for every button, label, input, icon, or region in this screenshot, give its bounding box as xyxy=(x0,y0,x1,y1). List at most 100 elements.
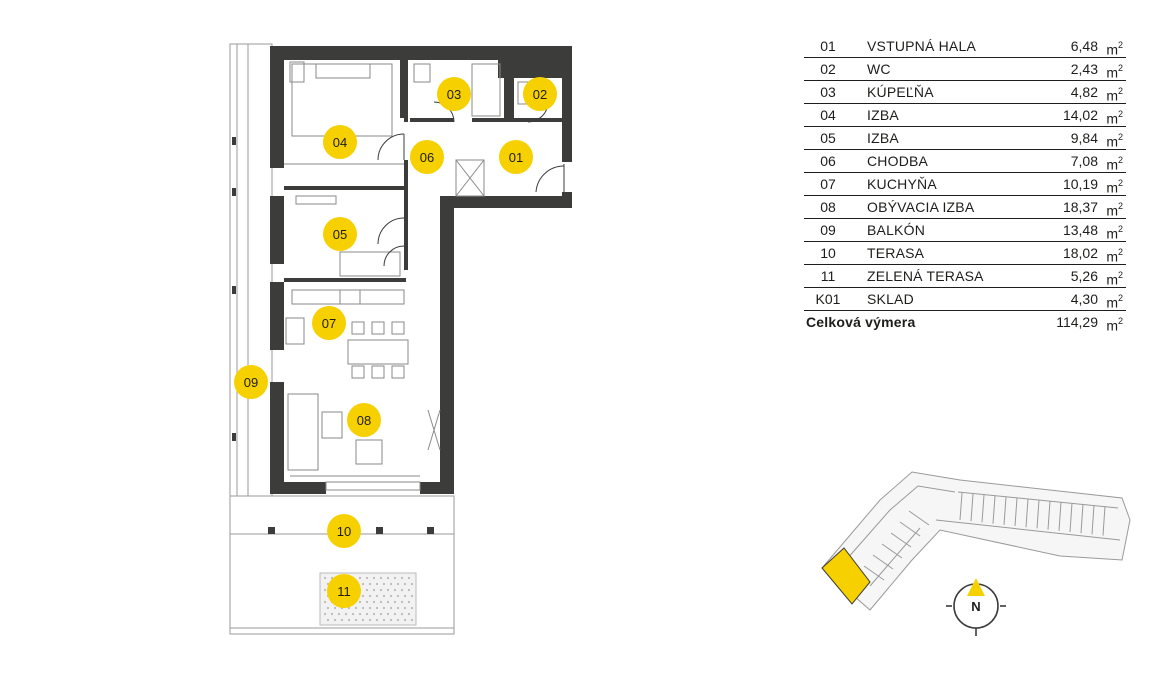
keyplan-line xyxy=(970,493,974,522)
area-unit: m2 xyxy=(1106,293,1123,311)
room-name: VSTUPNÁ HALA xyxy=(867,38,976,54)
area-unit: m2 xyxy=(1106,86,1123,104)
terrace-dot xyxy=(403,582,407,586)
area-unit: m2 xyxy=(1106,109,1123,127)
keyplan-line xyxy=(1080,503,1084,534)
terrace-dot xyxy=(333,618,337,622)
room-name: CHODBA xyxy=(867,153,929,169)
area-unit: m2 xyxy=(1106,40,1123,58)
terrace-dot xyxy=(403,606,407,610)
room-area: 10,19 xyxy=(1062,176,1098,192)
area-unit: m2 xyxy=(1106,270,1123,288)
room-name: TERASA xyxy=(867,245,925,261)
area-unit: m2 xyxy=(1106,132,1123,150)
terrace-dot xyxy=(372,588,376,592)
terrace-dot xyxy=(386,612,390,616)
terrace-dot xyxy=(344,612,348,616)
terrace-dot xyxy=(386,600,390,604)
keyplan-line xyxy=(908,510,930,526)
marker-circle xyxy=(323,217,357,251)
total-area: 114,29 xyxy=(1056,314,1098,330)
room-marker: 10 xyxy=(327,514,361,548)
terrace-dot xyxy=(361,618,365,622)
room-name: ZELENÁ TERASA xyxy=(867,268,984,284)
terrace-dot xyxy=(375,594,379,598)
terrace-dot xyxy=(389,594,393,598)
area-unit: m2 xyxy=(1106,201,1123,219)
terrace-dot xyxy=(393,588,397,592)
terrace-dot xyxy=(323,600,327,604)
room-area: 13,48 xyxy=(1062,222,1098,238)
terrace-dot xyxy=(410,606,414,610)
terrace-dot xyxy=(368,606,372,610)
terrace-dot xyxy=(396,618,400,622)
terrace-dot xyxy=(410,594,414,598)
terrace-dot xyxy=(372,600,376,604)
keyplan-line xyxy=(881,543,903,559)
marker-circle xyxy=(327,574,361,608)
marker-label: 07 xyxy=(322,316,336,331)
keyplan-line xyxy=(1102,505,1106,536)
keyplan-line xyxy=(872,554,894,570)
marker-circle xyxy=(523,77,557,111)
terrace-dot xyxy=(365,588,369,592)
terrace-dot xyxy=(375,606,379,610)
terrace-dot xyxy=(386,576,390,580)
room-number: 11 xyxy=(820,268,836,284)
columns xyxy=(232,137,434,534)
terrace-dot xyxy=(347,618,351,622)
terrace-dot xyxy=(403,594,407,598)
terrace-dot xyxy=(365,612,369,616)
terrace-dot xyxy=(379,576,383,580)
room-marker: 08 xyxy=(347,403,381,437)
terrace-dot xyxy=(407,600,411,604)
room-area: 14,02 xyxy=(1062,107,1098,123)
terrace-dot xyxy=(326,606,330,610)
room-area: 7,08 xyxy=(1070,153,1098,169)
terrace-dot xyxy=(407,588,411,592)
room-area: 2,43 xyxy=(1070,61,1098,77)
room-area: 5,26 xyxy=(1070,268,1098,284)
terrace-dot xyxy=(375,582,379,586)
terrace-dot xyxy=(361,594,365,598)
marker-circle xyxy=(347,403,381,437)
terrace-dot xyxy=(389,606,393,610)
room-number: 04 xyxy=(820,107,836,123)
area-unit: m2 xyxy=(1106,178,1123,196)
room-marker: 06 xyxy=(410,140,444,174)
room-number: 10 xyxy=(820,245,836,261)
terrace-dot xyxy=(365,600,369,604)
room-marker: 09 xyxy=(234,365,268,399)
terrace-dot xyxy=(354,618,358,622)
terrace-dot xyxy=(323,576,327,580)
marker-label: 01 xyxy=(509,150,523,165)
terrace-dot xyxy=(382,606,386,610)
terrace-dot xyxy=(400,576,404,580)
room-name: WC xyxy=(867,61,891,77)
walls xyxy=(270,46,572,494)
keyplan-line xyxy=(1058,501,1062,531)
room-number: 06 xyxy=(820,153,836,169)
terrace-dot xyxy=(323,588,327,592)
terrace-dot xyxy=(354,606,358,610)
terrace-dot xyxy=(393,600,397,604)
marker-label: 08 xyxy=(357,413,371,428)
room-name: BALKÓN xyxy=(867,222,925,238)
keyplan-line xyxy=(899,521,921,537)
room-number: 09 xyxy=(820,222,836,238)
terrace-dot xyxy=(323,612,327,616)
keyplan-line xyxy=(890,532,912,548)
terrace-dot xyxy=(379,612,383,616)
marker-label: 03 xyxy=(447,87,461,102)
terrace-dot xyxy=(396,582,400,586)
terrace-dot xyxy=(393,612,397,616)
room-name: IZBA xyxy=(867,107,899,123)
terrace-dot xyxy=(372,612,376,616)
